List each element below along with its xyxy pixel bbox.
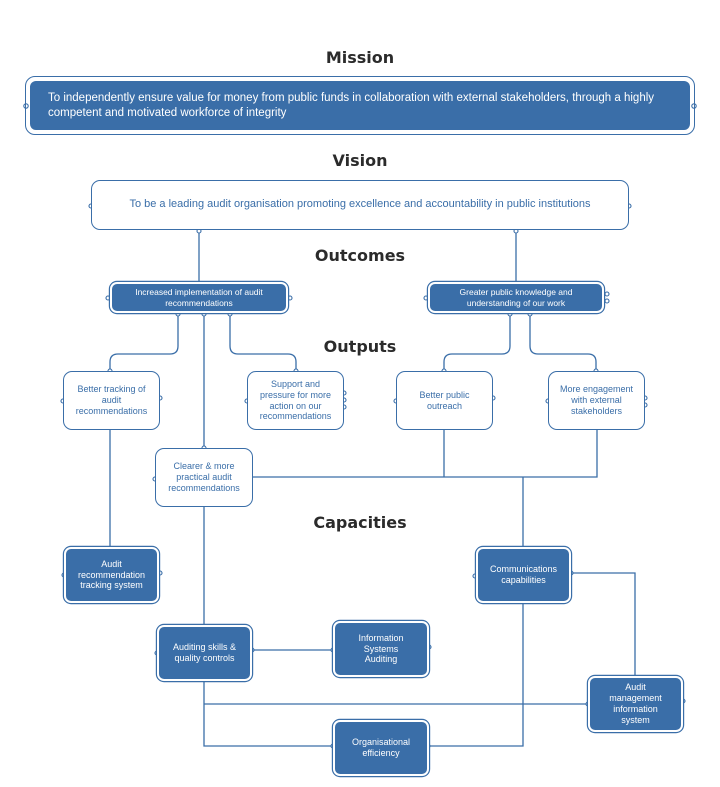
- capacity-communications: Communications capabilities: [478, 549, 569, 601]
- connector-knowledge-outreach: [443, 314, 511, 371]
- capacity-efficiency: Organisational efficiency: [335, 722, 427, 774]
- connector-implementation-tracking: [109, 314, 179, 371]
- outcome-knowledge: Greater public knowledge and understandi…: [430, 284, 602, 311]
- outcomes-heading: Outcomes: [314, 246, 406, 265]
- connector-communications-management: [571, 572, 636, 676]
- connector-skills-efficiency: [203, 680, 333, 747]
- capacities-heading: Capacities: [313, 513, 407, 532]
- output-support: Support and pressure for more action on …: [247, 371, 344, 430]
- output-engagement: More engagement with external stakeholde…: [548, 371, 645, 430]
- capacity-auditing-skills: Auditing skills & quality controls: [159, 627, 250, 679]
- vision-box: To be a leading audit organisation promo…: [91, 180, 629, 230]
- connector-outputs-merge: [253, 430, 598, 478]
- outcome-implementation: Increased implementation of audit recomm…: [112, 284, 286, 311]
- connector-implementation-support: [229, 314, 297, 371]
- output-tracking: Better tracking of audit recommendations: [63, 371, 160, 430]
- capacity-is-auditing: Information Systems Auditing: [335, 623, 427, 675]
- mission-box: To independently ensure value for money …: [30, 81, 690, 130]
- output-outreach: Better public outreach: [396, 371, 493, 430]
- capacity-management-system: Audit management information system: [590, 678, 681, 730]
- output-clearer: Clearer & more practical audit recommend…: [155, 448, 253, 507]
- connector-knowledge-engagement: [529, 314, 597, 371]
- mission-frame: [25, 76, 695, 135]
- mission-heading: Mission: [325, 48, 395, 67]
- outputs-heading: Outputs: [323, 337, 397, 356]
- connector-communications-efficiency: [428, 603, 524, 747]
- capacity-tracking-system: Audit recommendation tracking system: [66, 549, 157, 601]
- vision-heading: Vision: [332, 151, 388, 170]
